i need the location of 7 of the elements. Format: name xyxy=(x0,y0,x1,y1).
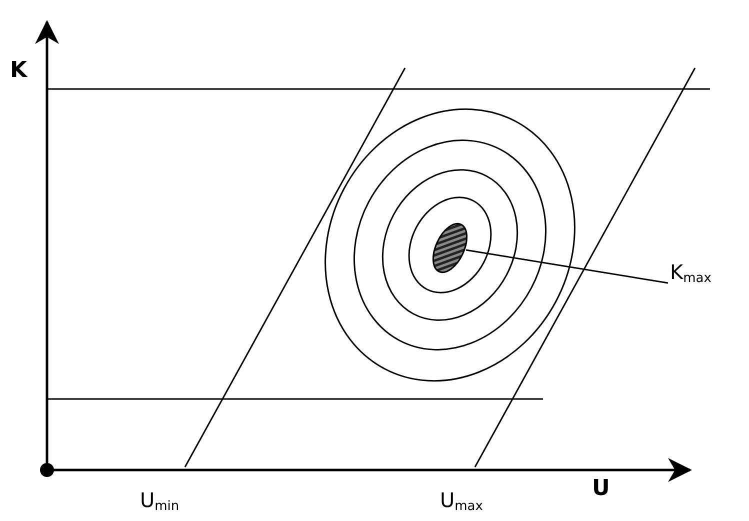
leader-line xyxy=(466,249,668,284)
point-label: K$_{max}$ xyxy=(670,262,712,285)
tick-label: U$_{max}$ xyxy=(440,490,483,513)
tick-label: U$_{min}$ xyxy=(140,490,180,513)
optimum-region xyxy=(432,222,468,274)
axis-label: K xyxy=(10,60,28,82)
axis-label: U xyxy=(592,478,610,500)
